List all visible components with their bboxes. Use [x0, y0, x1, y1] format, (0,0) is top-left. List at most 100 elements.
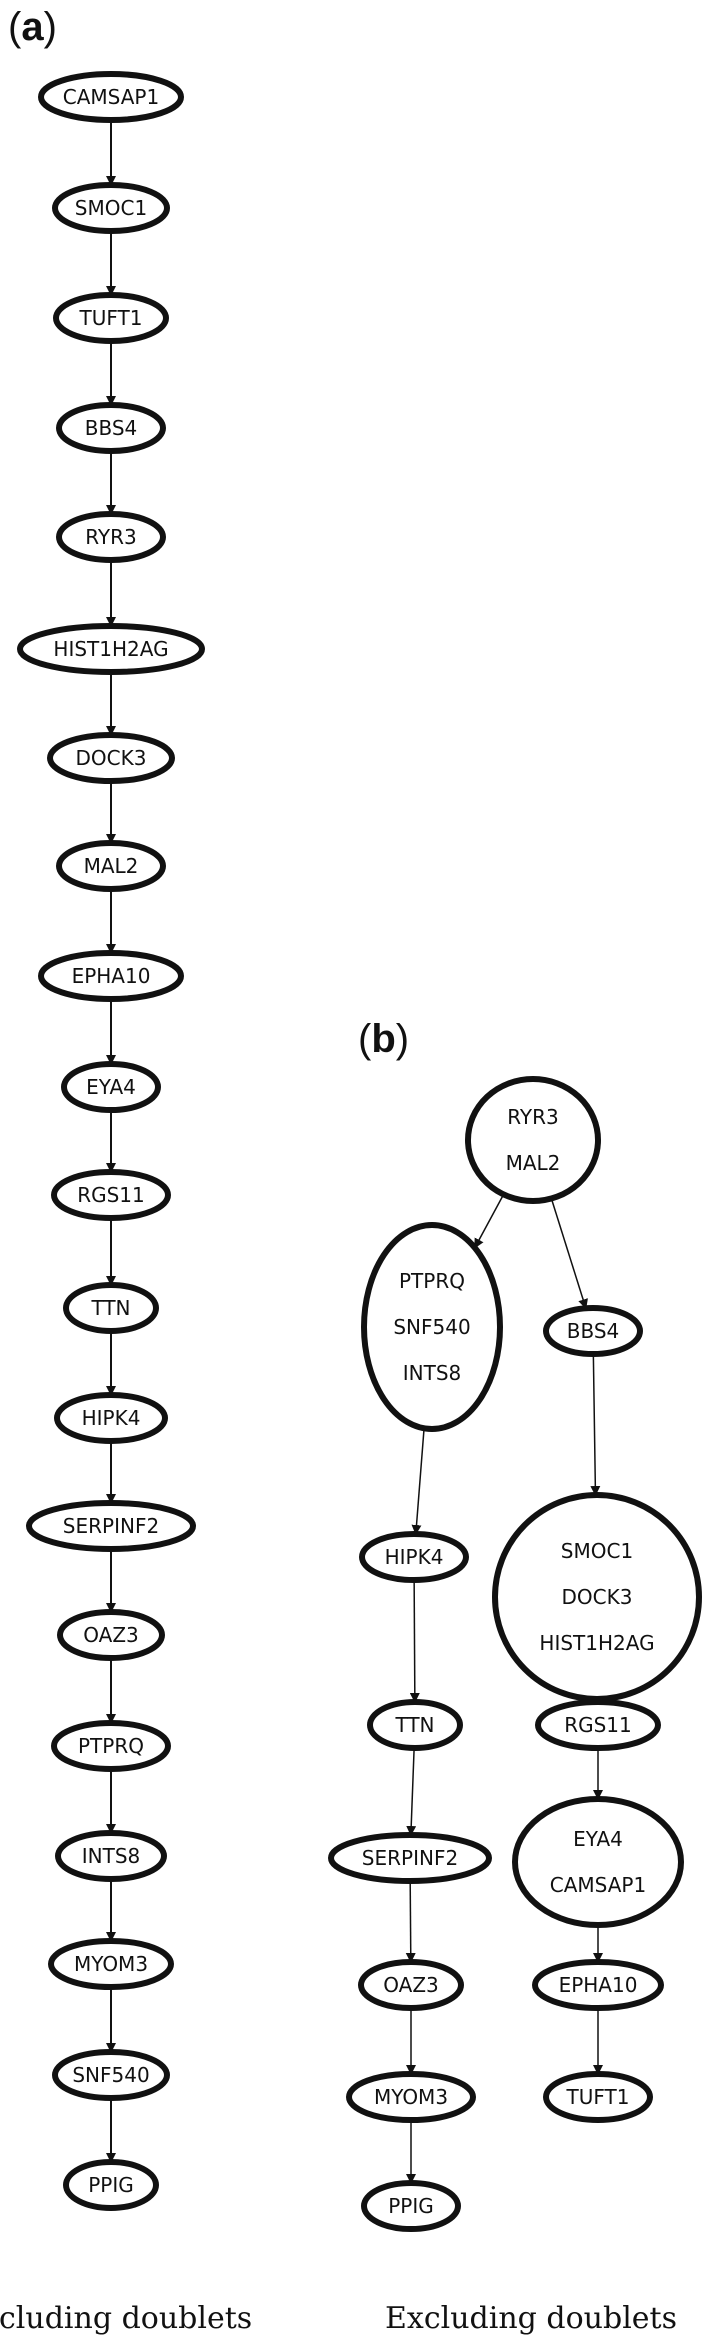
panel-a-node-tuft1: TUFT1: [53, 292, 169, 344]
panel-a-node-ptprq: PTPRQ: [51, 1720, 171, 1772]
panel-a-node-label: HIST1H2AG: [53, 637, 168, 661]
panel-a-node-label: SERPINF2: [63, 1514, 159, 1538]
panel-a-node-label: TTN: [90, 1296, 130, 1320]
panel-a-node-label: INTS8: [82, 1844, 141, 1868]
panel-b-edge-arrow: [409, 1579, 420, 1704]
panel-a-node-shape: [56, 402, 166, 454]
panel-b-node-serpinf2: SERPINF2: [328, 1832, 492, 1884]
panel-a-node-camsap1: CAMSAP1: [38, 71, 184, 123]
panel-b-node-oaz3: OAZ3: [358, 1959, 464, 2011]
panel-b-node-shape: [543, 2071, 653, 2123]
panel-a-node-oaz3: OAZ3: [57, 1609, 165, 1661]
panel-a-node-shape: [55, 1830, 167, 1882]
panel-b-node-myom3: MYOM3: [346, 2071, 476, 2123]
panel-b-node-shape: [512, 1796, 684, 1928]
panel-b-node-rgs11: RGS11: [535, 1699, 661, 1751]
panel-a-node-shape: [56, 511, 166, 563]
panel-a-node-snf540: SNF540: [52, 2049, 170, 2101]
panel-b-node-label: SMOC1: [561, 1539, 633, 1563]
panel-b-edge-arrow: [550, 1198, 588, 1310]
panel-b-node-shape: [361, 2180, 461, 2232]
panel-a-node-shape: [53, 292, 169, 344]
panel-b-node-label: TTN: [394, 1713, 434, 1737]
panel-b-node-label: TUFT1: [566, 2085, 630, 2109]
panel-a-node-hist1h2ag: HIST1H2AG: [17, 623, 205, 675]
panel-a-node-label: EYA4: [86, 1075, 136, 1099]
panel-b-node-shape: [346, 2071, 476, 2123]
panel-b-node-label: DOCK3: [562, 1585, 633, 1609]
panel-b-node-label: OAZ3: [383, 1973, 439, 1997]
panel-a-node-hipk4: HIPK4: [54, 1392, 168, 1444]
panel-b-node-label: INTS8: [403, 1361, 462, 1385]
panel-a-node-epha10: EPHA10: [38, 950, 184, 1002]
panel-b-node-label: PTPRQ: [399, 1269, 465, 1293]
panel-a-node-label: EPHA10: [72, 964, 151, 988]
panel-a-node-shape: [54, 1392, 168, 1444]
panel-a-node-shape: [51, 1720, 171, 1772]
panel-b-node-shape: [328, 1832, 492, 1884]
panel-a-node-shape: [51, 1169, 171, 1221]
panel-a-node-shape: [63, 1282, 159, 1334]
panel-b-node-label: BBS4: [567, 1319, 620, 1343]
panel-a-node-bbs4: BBS4: [56, 402, 166, 454]
panel-a-node-dock3: DOCK3: [47, 732, 175, 784]
panel-a-node-mal2: MAL2: [56, 840, 166, 892]
panel-a-node-label: SMOC1: [75, 196, 147, 220]
panel-a-node-label: TUFT1: [79, 306, 143, 330]
panel-a-label: (a): [8, 5, 57, 49]
panel-b-node-label: MYOM3: [374, 2085, 448, 2109]
panel-b-node-shape: [361, 1222, 503, 1432]
panel-a-node-shape: [52, 2049, 170, 2101]
panel-a-node-label: SNF540: [72, 2063, 149, 2087]
panel-b-edge-arrow: [405, 1880, 416, 1964]
panel-a-node-myom3: MYOM3: [48, 1938, 174, 1990]
panel-b-node-ttn: TTN: [367, 1699, 463, 1751]
panel-a-node-shape: [61, 1061, 161, 1113]
panel-a-node-serpinf2: SERPINF2: [26, 1500, 196, 1552]
panel-a-node-ryr3: RYR3: [56, 511, 166, 563]
panel-a-node-label: HIPK4: [82, 1406, 141, 1430]
panel-a-node-shape: [17, 623, 205, 675]
panel-b-node-label: EPHA10: [559, 1973, 638, 1997]
panel-b-node-hipk4: HIPK4: [359, 1531, 469, 1583]
panel-a-node-shape: [38, 71, 184, 123]
panel-b-node-bbs4: BBS4: [543, 1305, 643, 1357]
panel-a-node-shape: [52, 182, 170, 234]
panel-b-node-shape: [465, 1076, 601, 1204]
panel-b-node-shape: [492, 1492, 702, 1702]
panel-a-node-shape: [26, 1500, 196, 1552]
panel-b-edge-arrow: [406, 1747, 417, 1837]
panel-a-node-shape: [57, 1609, 165, 1661]
panel-a-node-eya4: EYA4: [61, 1061, 161, 1113]
panel-a-node-label: CAMSAP1: [63, 85, 159, 109]
panel-b-node-label: CAMSAP1: [550, 1873, 646, 1897]
panel-a-node-label: RYR3: [85, 525, 136, 549]
panel-a-node-label: OAZ3: [83, 1623, 139, 1647]
panel-a-node-label: DOCK3: [76, 746, 147, 770]
panel-a-node-rgs11: RGS11: [51, 1169, 171, 1221]
panel-b-node-label: HIPK4: [385, 1545, 444, 1569]
panel-a-node-ppig: PPIG: [63, 2159, 159, 2211]
panel-a-node-label: BBS4: [85, 416, 138, 440]
panel-a-node-shape: [56, 840, 166, 892]
panel-b-node-shape: [535, 1699, 661, 1751]
panel-b-node-ppig: PPIG: [361, 2180, 461, 2232]
panel-a-node-shape: [38, 950, 184, 1002]
panel-b-node-label: EYA4: [573, 1827, 623, 1851]
panel-a-node-ints8: INTS8: [55, 1830, 167, 1882]
panel-a-caption: Including doublets: [0, 2301, 252, 2336]
panel-a-node-smoc1: SMOC1: [52, 182, 170, 234]
panel-a-node-label: PPIG: [88, 2173, 134, 2197]
panel-b-node-label: MAL2: [506, 1151, 561, 1175]
panel-a-node-label: MYOM3: [74, 1952, 148, 1976]
panel-b-edge-arrow: [474, 1194, 505, 1249]
panel-a-node-label: PTPRQ: [78, 1734, 144, 1758]
panel-a-node-shape: [48, 1938, 174, 1990]
panel-b-node-shape: [543, 1305, 643, 1357]
panel-b-node-label: SNF540: [393, 1315, 470, 1339]
